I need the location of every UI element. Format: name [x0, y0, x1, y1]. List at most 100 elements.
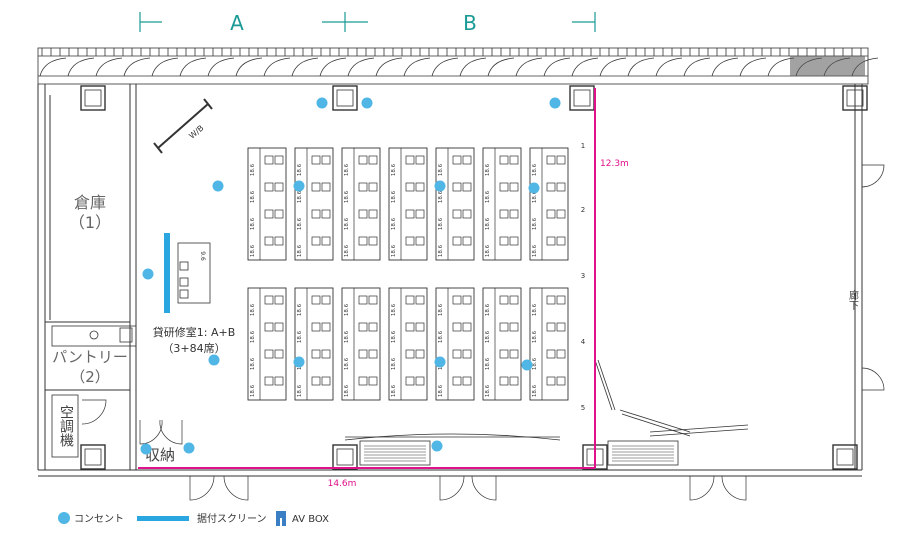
partition-storage: [359, 440, 679, 466]
seat-label: 18.6: [485, 163, 491, 176]
closet-label: 収納: [145, 446, 175, 464]
hatched-corner: [790, 56, 865, 76]
depth-mark: 5: [581, 404, 585, 412]
table-pair: 18.618.618.618.6: [435, 287, 475, 401]
legend-outlet-icon: [58, 512, 70, 524]
table-pair: 18.618.618.618.6: [388, 287, 428, 401]
seat-label: 18.6: [344, 217, 350, 230]
seat-label: 18.6: [344, 163, 350, 176]
seat-label: 18.6: [438, 244, 444, 257]
column: [569, 85, 595, 111]
seat-label: 18.6: [297, 303, 303, 316]
outlet-icon: [549, 97, 561, 109]
seat-label: 18.6: [485, 330, 491, 343]
seat-label: 18.6: [532, 357, 538, 370]
svg-text:倉庫: 倉庫: [74, 193, 106, 212]
pantry-counter: [51, 325, 137, 347]
table-pair: 18.6 18.6 18.6 18.6: [247, 287, 287, 401]
svg-text:（1）: （1）: [69, 213, 111, 232]
seat-label: 18.6: [438, 217, 444, 230]
table-pair: 18.618.618.618.6: [388, 147, 428, 261]
seat-label: 18.6: [532, 190, 538, 203]
seat-label: 18.6: [297, 190, 303, 203]
seat-label: 18.6: [391, 217, 397, 230]
seat-label: 18.6: [250, 384, 256, 397]
depth-dimension: 12.3m: [600, 159, 629, 169]
outlet-icon: [434, 356, 446, 368]
seat-label: 18.6: [532, 217, 538, 230]
seat-label: 18.6: [485, 384, 491, 397]
doors: [81, 164, 885, 501]
outlet-icon: [361, 97, 373, 109]
outlet-icon: [521, 359, 533, 371]
seat-label: 18.6: [344, 384, 350, 397]
room-title: 貸研修室1: A+B: [153, 325, 236, 339]
outlet-icon: [431, 440, 443, 452]
zone-b-label: B: [463, 11, 477, 35]
seat-label: 18.6: [297, 217, 303, 230]
zone-markers: [139, 12, 596, 32]
seat-label: 18.6: [250, 330, 256, 343]
seat-label: 18.6: [438, 163, 444, 176]
outlets: [140, 97, 561, 455]
depth-mark: 3: [581, 272, 585, 280]
table-pair: 18.6 18.6 18.6 18.6: [482, 287, 522, 401]
whiteboard: [153, 98, 213, 154]
width-dimension: 14.6m: [328, 479, 357, 489]
svg-text:パントリー: パントリー: [52, 348, 128, 366]
seat-label: 18.6: [344, 330, 350, 343]
seat-label: 18.6: [485, 357, 491, 370]
seat-label: 18.6: [297, 163, 303, 176]
outlet-icon: [183, 442, 195, 454]
column: [332, 444, 358, 470]
seat-label: 18.6: [297, 384, 303, 397]
legend: コンセント 据付スクリーン AV BOX: [58, 511, 329, 526]
seat-label: 18.6: [485, 303, 491, 316]
walls: [37, 84, 863, 477]
seat-label: 18.6: [391, 384, 397, 397]
seat-label: 18.6: [344, 303, 350, 316]
svg-text:（2）: （2）: [70, 368, 110, 386]
table-pair: 18.618.618.618.6: [529, 147, 569, 261]
seat-label: 18.6: [438, 303, 444, 316]
seating-layout: 18.618.618.618.618.618.618.618.618.618.6…: [247, 147, 569, 401]
column: [332, 85, 358, 111]
depth-mark: 1: [581, 142, 585, 150]
window-wall: [37, 47, 879, 85]
seat-label: 18.6: [297, 330, 303, 343]
seat-label: 18.6: [485, 190, 491, 203]
seat-label: 18.6: [438, 190, 444, 203]
outlet-icon: [316, 97, 328, 109]
seat-label: 18.6: [532, 244, 538, 257]
column: [80, 85, 106, 111]
dimension-lines: [138, 88, 596, 469]
outlet-icon: [434, 180, 446, 192]
legend-screen-icon: [137, 516, 189, 521]
table-pair: 18.618.618.618.6: [294, 287, 334, 401]
seat-label: 18.6: [250, 217, 256, 230]
column: [80, 444, 106, 470]
seat-label: 18.6: [391, 244, 397, 257]
outlet-icon: [293, 356, 305, 368]
table-pair: 18.618.618.618.6: [294, 147, 334, 261]
table-pair: 18.618.618.618.6: [341, 147, 381, 261]
seat-label: 18.6: [391, 357, 397, 370]
depth-mark: 2: [581, 206, 585, 214]
depth-mark: 4: [581, 338, 586, 346]
seat-label: 18.6: [250, 357, 256, 370]
structural-columns: [80, 85, 868, 470]
outlet-icon: [212, 180, 224, 192]
outlet-icon: [140, 443, 152, 455]
seat-label: 18.6: [485, 244, 491, 257]
seat-label: 18.6: [438, 330, 444, 343]
column: [842, 85, 868, 111]
outlet-icon: [208, 354, 220, 366]
legend-avbox-icon: [276, 511, 286, 526]
seat-label: 18.6: [532, 384, 538, 397]
legend-outlet-label: コンセント: [74, 513, 124, 525]
legend-screen-label: 据付スクリーン: [197, 512, 267, 525]
table-pair: 18.6 18.6 18.6 18.6: [435, 147, 475, 261]
seat-label: 18.6: [344, 244, 350, 257]
installed-screen: [164, 233, 170, 313]
seat-label: 18.6: [250, 303, 256, 316]
